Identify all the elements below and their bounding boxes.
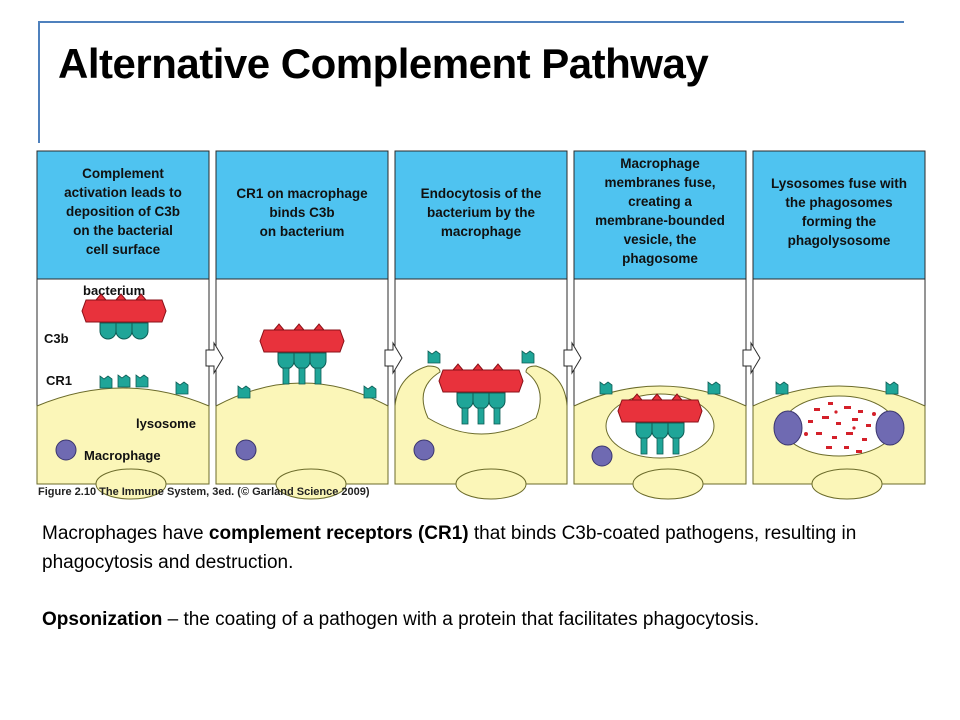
cr1-receptor bbox=[314, 367, 322, 385]
cr1-label: CR1 bbox=[46, 373, 72, 388]
panel-5-caption-line-3: forming the bbox=[802, 214, 877, 229]
bacterium-label: bacterium bbox=[83, 283, 145, 298]
lysosome-circle bbox=[591, 445, 613, 467]
figure-caption: Figure 2.10 The Immune System, 3ed. (© G… bbox=[38, 486, 370, 498]
cr1-receptor bbox=[640, 437, 648, 455]
lysosome-label: lysosome bbox=[136, 416, 196, 431]
cr1-receptor bbox=[521, 350, 535, 364]
panel-3: Endocytosis of the bacterium by the macr… bbox=[394, 150, 568, 500]
panel-4-caption-line-2: membranes fuse, bbox=[604, 175, 715, 190]
panel-3-caption-line-1: Endocytosis of the bbox=[421, 186, 542, 201]
degraded-bacterium-fragments bbox=[804, 402, 876, 453]
panel-1-caption-line-1: Complement bbox=[82, 166, 164, 181]
cr1-receptor bbox=[237, 385, 251, 399]
cr1-receptor bbox=[461, 407, 469, 425]
c3b-molecule bbox=[488, 392, 506, 410]
panel-5-caption-line-1: Lysosomes fuse with bbox=[771, 176, 907, 191]
c3b-molecule bbox=[635, 422, 653, 440]
cr1-receptor bbox=[493, 407, 501, 425]
cr1-receptor bbox=[282, 367, 290, 385]
lysosome-circle bbox=[55, 439, 77, 461]
cr1-receptor bbox=[427, 350, 441, 364]
c3b-molecule bbox=[651, 422, 669, 440]
c3b-molecule bbox=[99, 322, 117, 340]
paragraph-cr1-bold-term: complement receptors (CR1) bbox=[208, 523, 469, 544]
nucleus-shape bbox=[811, 468, 883, 500]
paragraph-cr1-text-start: Macrophages have bbox=[42, 523, 209, 544]
c3b-label: C3b bbox=[44, 331, 69, 346]
nucleus-shape bbox=[95, 468, 167, 500]
slide-title: Alternative Complement Pathway bbox=[58, 40, 709, 87]
panel-4: Macrophage membranes fuse, creating a me… bbox=[573, 150, 747, 500]
panel-2: CR1 on macrophage binds C3b on bacterium bbox=[215, 150, 389, 500]
complement-pathway-figure: Complement activation leads to depositio… bbox=[36, 150, 926, 500]
lysosome-circle bbox=[235, 439, 257, 461]
cr1-receptor bbox=[99, 375, 113, 389]
cr1-receptor bbox=[775, 381, 789, 395]
cr1-receptor bbox=[707, 381, 721, 395]
panel-2-caption-line-3: on bacterium bbox=[260, 224, 345, 239]
panel-4-caption-line-1: Macrophage bbox=[620, 156, 700, 171]
cr1-receptor bbox=[298, 367, 306, 385]
panel-1-caption-line-4: on the bacterial bbox=[73, 223, 173, 238]
panel-5: Lysosomes fuse with the phagosomes formi… bbox=[752, 150, 926, 500]
c3b-molecule bbox=[309, 352, 327, 370]
step-arrows bbox=[205, 341, 761, 375]
arrow-4-5 bbox=[742, 341, 761, 375]
panel-5-caption-line-2: the phagosomes bbox=[785, 195, 892, 210]
arrow-2-3 bbox=[384, 341, 403, 375]
fusing-lysosome-right bbox=[875, 410, 905, 446]
cr1-receptor bbox=[363, 385, 377, 399]
lysosome-circle bbox=[413, 439, 435, 461]
opsonization-definition: – the coating of a pathogen with a prote… bbox=[162, 609, 760, 630]
c3b-molecule bbox=[667, 422, 685, 440]
slide-frame-top-line bbox=[40, 21, 904, 23]
panel-1-caption-line-5: cell surface bbox=[86, 242, 161, 257]
figure-svg: Complement activation leads to depositio… bbox=[36, 150, 926, 500]
opsonization-term: Opsonization bbox=[42, 609, 163, 630]
macrophage-label: Macrophage bbox=[84, 448, 161, 463]
c3b-molecule bbox=[277, 352, 295, 370]
cr1-receptor bbox=[885, 381, 899, 395]
cr1-receptor bbox=[599, 381, 613, 395]
nucleus-shape bbox=[632, 468, 704, 500]
panel-2-caption-line-1: CR1 on macrophage bbox=[236, 186, 368, 201]
panel-4-caption-line-6: phagosome bbox=[622, 251, 698, 266]
panel-1-caption-line-3: deposition of C3b bbox=[66, 204, 180, 219]
panel-5-caption-line-4: phagolysosome bbox=[788, 233, 891, 248]
fusing-lysosome-left bbox=[773, 410, 803, 446]
panel-4-caption-line-5: vesicle, the bbox=[624, 232, 697, 247]
paragraph-cr1: Macrophages have complement receptors (C… bbox=[42, 519, 902, 577]
cr1-receptor bbox=[656, 437, 664, 455]
c3b-molecule bbox=[456, 392, 474, 410]
c3b-molecule bbox=[472, 392, 490, 410]
nucleus-shape bbox=[275, 468, 347, 500]
cr1-receptor bbox=[117, 374, 131, 388]
panel-3-caption-line-3: macrophage bbox=[441, 224, 522, 239]
paragraph-opsonization: Opsonization – the coating of a pathogen… bbox=[42, 605, 902, 634]
panel-1: Complement activation leads to depositio… bbox=[36, 150, 210, 500]
panel-4-caption-line-3: creating a bbox=[628, 194, 692, 209]
arrow-1-2 bbox=[205, 341, 224, 375]
cr1-receptor bbox=[672, 437, 680, 455]
c3b-molecule bbox=[131, 322, 149, 340]
cr1-receptor bbox=[135, 374, 149, 388]
cr1-receptor bbox=[175, 381, 189, 395]
panel-1-caption-line-2: activation leads to bbox=[64, 185, 182, 200]
panel-4-caption-line-4: membrane-bounded bbox=[595, 213, 725, 228]
slide-frame-left-line bbox=[38, 21, 40, 143]
paragraph-cr1-text-end: that binds C3b-coated pathogens, resulti… bbox=[42, 523, 857, 573]
panel-2-caption-line-2: binds C3b bbox=[269, 205, 334, 220]
nucleus-shape bbox=[455, 468, 527, 500]
panel-3-caption-line-2: bacterium by the bbox=[427, 205, 536, 220]
arrow-3-4 bbox=[563, 341, 582, 375]
cr1-receptor bbox=[477, 407, 485, 425]
c3b-molecule bbox=[293, 352, 311, 370]
c3b-molecule bbox=[115, 322, 133, 340]
